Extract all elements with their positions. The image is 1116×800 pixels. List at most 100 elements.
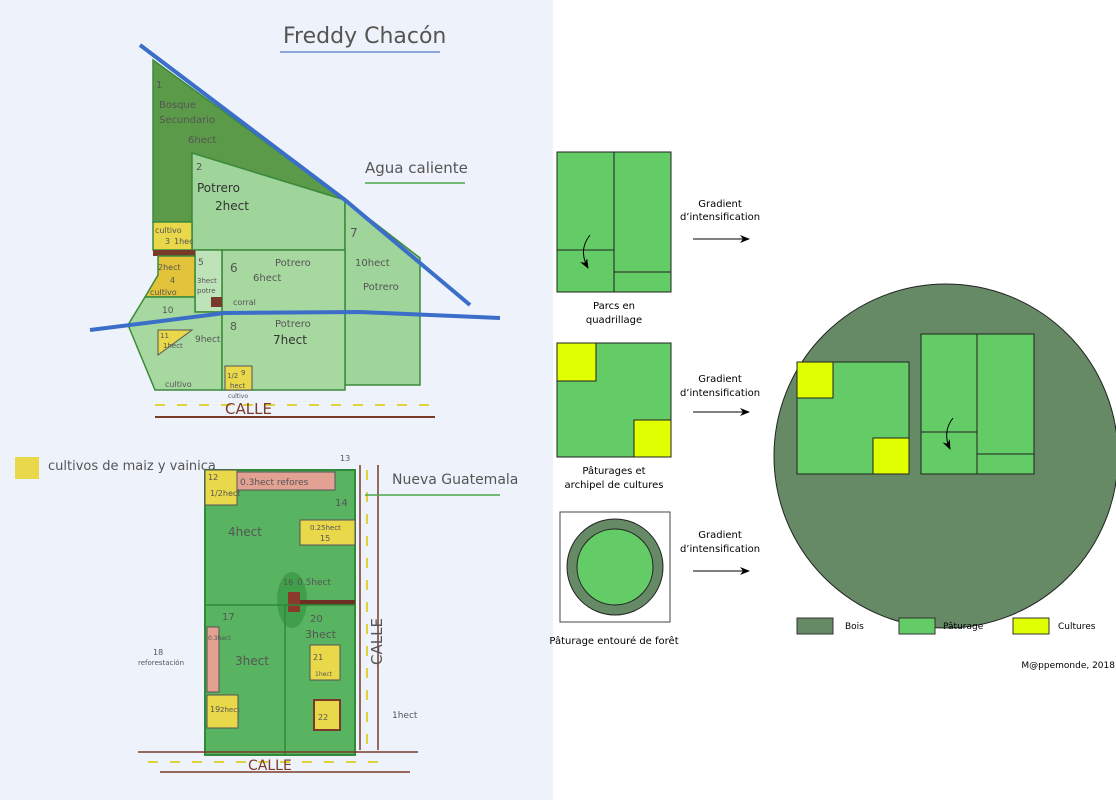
crop-block [872,437,910,475]
synthesis-diagram [773,283,1116,629]
row1-caption: Parcs en [593,301,635,312]
legend-label: Cultures [1058,622,1096,632]
parcel-label: 7hect [273,333,307,347]
parcel-labels: 12 1/2hect 0.3hect refores 13 14 4hect 0… [138,454,418,722]
parcel-label: 2hect [220,706,240,714]
parcel-label: Potrero [275,258,311,269]
parcel-11-crop [157,329,194,356]
crop-block [633,419,672,458]
parcel-number: 18 [153,648,163,657]
parcel-label: 4hect [228,525,262,539]
rotation-arrow-icon [580,234,591,269]
parcel-label: cultivo [150,288,177,297]
parcel-6-pasture [221,249,346,313]
crop-block [556,342,597,382]
parcel-label: 0.25hect [310,524,341,532]
parcel-21-crop [309,644,341,681]
parcel-label: 3hect [197,277,217,285]
parcel-labels: 1 Bosque Secundario 6hect 2 Potrero 2hec… [150,80,399,400]
gradient-label: Gradient [698,530,742,541]
parcel-label: 6hect [253,273,281,284]
legend: Bois Pâturage Cultures [796,617,1096,635]
river-diagonal [138,43,472,307]
row2-caption: archipel de cultures [565,480,664,491]
corral-label: corral [233,298,256,307]
hand-drawn-sketch: Freddy Chacón Agua caliente 1 Bosque [0,0,553,800]
road-label: CALLE [248,758,292,774]
parcel-number: 20 [310,614,323,625]
pasture-core [576,528,654,606]
farm-agua-caliente: Agua caliente 1 Bosque Secundario 6hect … [89,43,501,418]
parcel-number: 17 [222,612,235,623]
parcel-number: 8 [230,320,237,333]
legend-swatch-cultures [1012,617,1050,635]
gradient-label: Gradient [698,374,742,385]
parcel-label: Potrero [197,181,240,195]
parcel-label: Potrero [363,282,399,293]
parcel-number: 2 [196,162,202,173]
parcel-label: 0.3hect [208,635,231,642]
parcel-label: 0.5hect [297,578,332,588]
parcel-number: 3 [165,237,170,246]
parcel-label: 1/2 [227,372,238,380]
parcel-number: 16 [283,578,293,587]
parcel-number: 1 [156,80,162,91]
forest-ring-diagram [559,511,671,623]
parcel-label: Bosque [159,100,196,111]
parcel-label: 2hect [158,263,181,272]
parcel-label: Secundario [159,115,215,126]
legend-label: Pâturage [943,622,984,632]
parcel-number: 19 [210,705,220,714]
row3-caption: Pâturage entouré de forêt [549,635,678,647]
parcel-19-crop [206,694,239,729]
parcel-number: 21 [313,653,323,662]
parcel-label: potre [197,287,216,295]
parcel-12-crop [204,469,238,506]
parcel-number: 13 [340,454,350,463]
gradient-label: d’intensification [680,544,760,555]
parcel-label: hect [230,382,246,390]
parcel-label: 1hect [315,671,333,678]
parcel-number: 22 [318,713,328,722]
parcel-label: 0.3hect refores [240,478,309,488]
parcel-label: Potrero [275,319,311,330]
parcel-number: 9 [241,369,245,377]
parcel-label: 10hect [355,258,390,269]
parcel-label: reforestación [138,659,184,667]
parcel-3-crop [152,221,193,251]
parcel-number: 14 [335,498,348,509]
parcel-label: 3hect [305,628,337,641]
legend-label: Bois [845,622,864,632]
parcel-label: 1hect [163,342,183,350]
brown-strip [153,250,195,256]
parcel-number: 4 [170,276,175,285]
place-name: Agua caliente [365,159,468,177]
parcel-label: 1hec [174,237,193,246]
crop-legend-label: cultivos de maiz y vainica [48,459,216,474]
parcel-label: 3hect [235,654,269,668]
parcel-label: 2hect [215,199,249,213]
parcel-label: 9hect [195,335,221,345]
parcel-label: 1/2hect [210,489,240,498]
road-label: CALLE [225,400,272,418]
credit: M@ppemonde, 2018 [1021,661,1115,671]
parcel-label: cultivo [228,393,248,400]
row1-caption: quadrillage [586,315,642,326]
row2-caption: Pâturages et [582,465,645,477]
parcel-number: 6 [230,261,238,275]
gradient-label: d’intensification [680,212,760,223]
crop-legend-label-line1: cultivos de maiz y vainica [48,459,216,474]
house-icon [288,592,300,612]
parcel-22-crop [313,699,341,731]
parcel-13-reforestation [236,471,336,491]
crop-legend-swatch [15,457,39,479]
grid-parcels-diagram [556,151,672,293]
gradient-label: Gradient [698,199,742,210]
parcel-label: cultivo [165,380,192,389]
parcel-9-crop [224,365,253,391]
path [300,600,355,605]
gradient-label: d’intensification [680,388,760,399]
legend-swatch-paturage [898,617,936,635]
sketch-owner-name: Freddy Chacón [283,24,446,49]
